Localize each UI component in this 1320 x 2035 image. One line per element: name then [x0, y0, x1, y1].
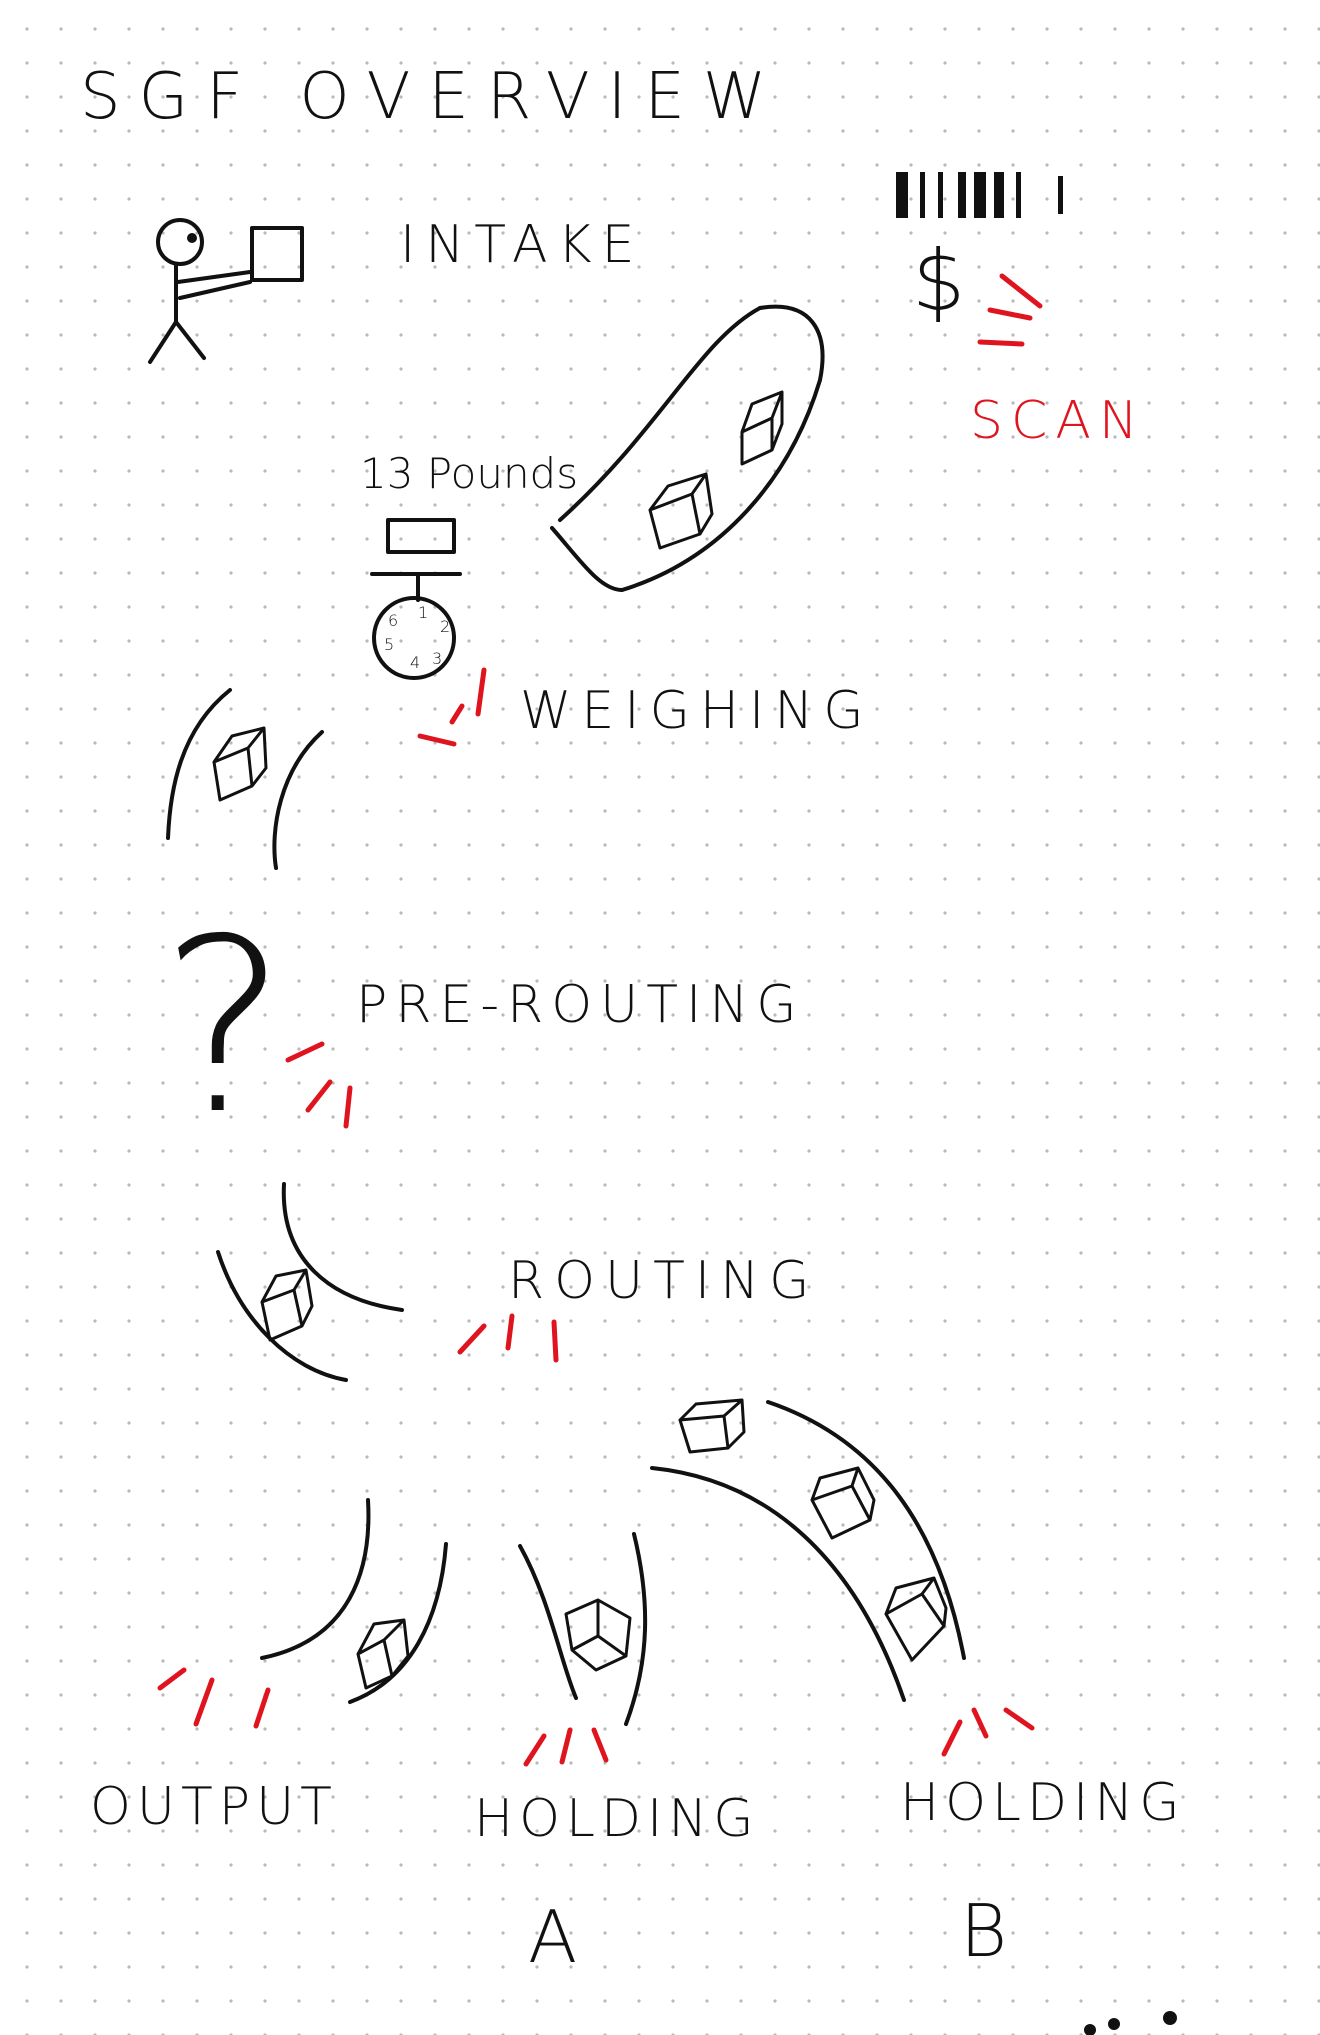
stick-figure-icon — [148, 218, 252, 364]
box-icon — [260, 1268, 314, 1342]
holding-a-spark-icon — [523, 1727, 609, 1767]
conveyor-belt-icon — [650, 1400, 966, 1702]
conveyor-belt-icon — [260, 1498, 448, 1704]
intake-label: INTAKE — [400, 215, 645, 275]
pre-routing-spark-icon — [285, 1041, 353, 1129]
ink-blot-icon — [1084, 2011, 1177, 2035]
holding-b-label: HOLDING — [900, 1773, 1186, 1833]
intake-box-icon — [250, 226, 304, 282]
box-icon — [564, 1598, 632, 1672]
scale-dial: 6 1 2 5 4 3 — [384, 603, 450, 672]
box-icon — [740, 390, 784, 466]
weighing-label: WEIGHING — [520, 681, 874, 741]
output-label: OUTPUT — [90, 1777, 338, 1837]
output-spark-icon — [157, 1667, 271, 1729]
scan-label: SCAN — [970, 391, 1146, 451]
box-icon — [678, 1398, 746, 1454]
dial-digit: 1 — [418, 603, 428, 622]
holding-b-spark-icon — [941, 1707, 1035, 1757]
conveyor-belt-icon — [550, 304, 825, 592]
dial-digit: 5 — [384, 635, 394, 654]
box-icon — [648, 472, 714, 550]
conveyor-belt-icon — [216, 1182, 404, 1382]
dial-digit: 2 — [440, 617, 450, 636]
dollar-icon: $ — [912, 232, 965, 330]
scan-spark-icon — [977, 273, 1043, 347]
routing-spark-icon — [457, 1313, 559, 1363]
dial-digit: 4 — [410, 653, 420, 672]
holding-a-label: HOLDING — [474, 1789, 760, 1849]
box-icon — [212, 726, 268, 802]
scale-icon — [370, 518, 462, 680]
box-icon — [810, 1466, 876, 1540]
barcode-icon — [896, 172, 1063, 218]
pre-routing-label: PRE-ROUTING — [356, 975, 805, 1035]
dial-digit: 3 — [432, 649, 442, 668]
box-icon — [356, 1618, 410, 1690]
box-icon — [884, 1576, 948, 1662]
routing-label: ROUTING — [508, 1251, 819, 1311]
scale-reading-label: 13 Pounds — [360, 449, 578, 498]
dial-digit: 6 — [388, 611, 398, 630]
weighing-spark-icon — [417, 667, 487, 747]
holding-a-letter: A — [528, 1895, 577, 1979]
conveyor-belt-icon — [518, 1532, 648, 1726]
question-mark-icon: ? — [160, 887, 287, 1167]
page-title: SGF OVERVIEW — [80, 60, 784, 134]
holding-b-letter: B — [960, 1889, 1007, 1973]
conveyor-belt-icon — [166, 688, 324, 870]
